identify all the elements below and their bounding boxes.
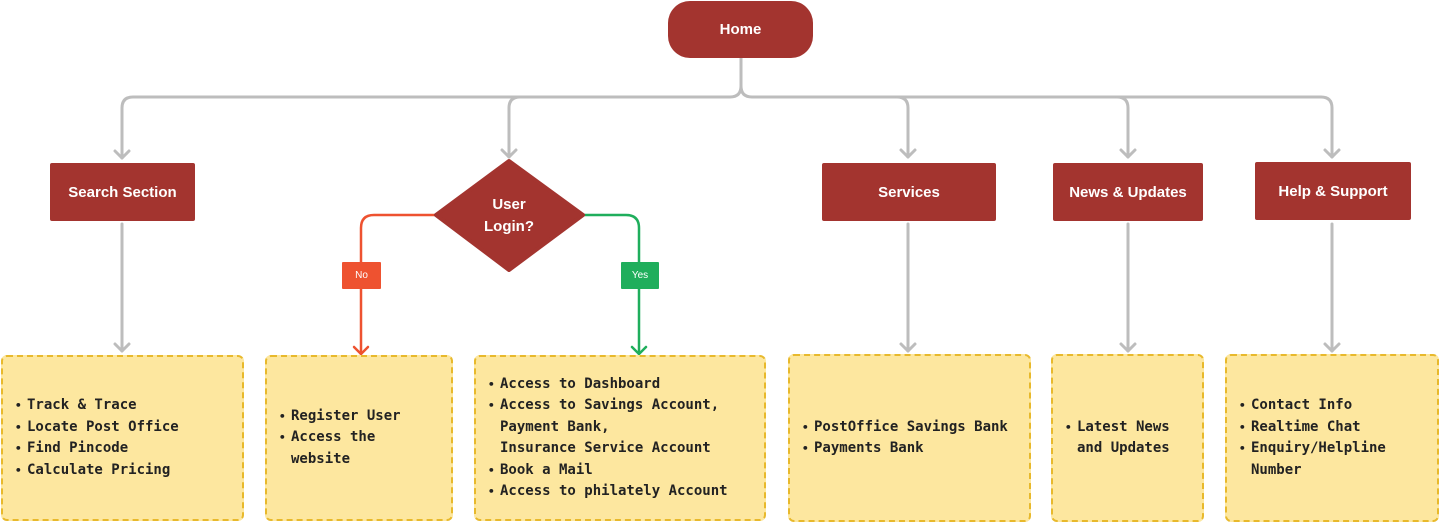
services-note: PostOffice Savings Bank Payments Bank: [788, 354, 1031, 522]
arrow-help-note: [1323, 342, 1341, 353]
news-updates-label: News & Updates: [1069, 183, 1187, 201]
user-login-line2: Login?: [484, 218, 534, 235]
list-item: Book a Mail: [488, 460, 728, 482]
list-item: Locate Post Office: [15, 417, 179, 439]
list-item: Find Pincode: [15, 438, 179, 460]
arrow-services: [899, 148, 917, 159]
services-label: Services: [878, 183, 940, 201]
search-features-list: Track & Trace Locate Post Office Find Pi…: [15, 395, 179, 481]
services-node[interactable]: Services: [822, 163, 996, 221]
arrow-news-note: [1119, 342, 1137, 353]
list-item: Contact Info: [1239, 395, 1386, 417]
list-item: Calculate Pricing: [15, 460, 179, 482]
arrow-services-note: [899, 342, 917, 353]
arrow-help: [1323, 148, 1341, 159]
news-list: Latest News and Updates: [1065, 417, 1170, 460]
connector-to-login: [507, 95, 522, 159]
list-item: Enquiry/Helpline Number: [1239, 438, 1386, 481]
register-list: Register User Access the website: [279, 406, 401, 471]
user-login-diamond: [434, 159, 585, 272]
arrow-news: [1119, 148, 1137, 159]
connector-home-right: [739, 84, 1334, 159]
connector-home-trunk: [120, 56, 743, 160]
no-branch-line: [352, 213, 438, 356]
list-item: Track & Trace: [15, 395, 179, 417]
news-note: Latest News and Updates: [1051, 354, 1204, 522]
list-item: Access to Savings Account, Payment Bank,…: [488, 395, 728, 460]
connector-to-news: [1115, 95, 1130, 159]
home-label: Home: [719, 21, 762, 38]
help-list: Contact Info Realtime Chat Enquiry/Helpl…: [1239, 395, 1386, 481]
arrow-search-note: [113, 342, 131, 353]
help-support-node[interactable]: Help & Support: [1255, 162, 1411, 220]
user-login-label[interactable]: User Login?: [459, 193, 559, 239]
register-note: Register User Access the website: [265, 355, 453, 521]
list-item: Access to philately Account: [488, 481, 728, 503]
search-section-node[interactable]: Search Section: [50, 163, 195, 221]
user-login-line1: User: [492, 196, 526, 213]
help-support-label: Help & Support: [1278, 182, 1388, 200]
search-features-note: Track & Trace Locate Post Office Find Pi…: [1, 355, 244, 521]
list-item: Latest News and Updates: [1065, 417, 1170, 460]
logged-in-list: Access to Dashboard Access to Savings Ac…: [488, 374, 728, 503]
arrow-login: [500, 148, 518, 159]
yes-branch-tag: Yes: [621, 262, 659, 289]
no-branch-tag: No: [342, 262, 381, 289]
list-item: PostOffice Savings Bank: [802, 417, 1008, 439]
list-item: Payments Bank: [802, 438, 1008, 460]
logged-in-note: Access to Dashboard Access to Savings Ac…: [474, 355, 766, 521]
yes-branch-label: Yes: [631, 270, 649, 281]
no-branch-label: No: [355, 270, 368, 281]
news-updates-node[interactable]: News & Updates: [1053, 163, 1203, 221]
help-note: Contact Info Realtime Chat Enquiry/Helpl…: [1225, 354, 1439, 522]
yes-branch-line: [581, 213, 648, 356]
search-section-label: Search Section: [68, 183, 177, 201]
list-item: Realtime Chat: [1239, 417, 1386, 439]
list-item: Access to Dashboard: [488, 374, 728, 396]
arrow-search: [113, 149, 131, 160]
connector-to-services: [895, 95, 910, 159]
list-item: Register User: [279, 406, 401, 428]
services-list: PostOffice Savings Bank Payments Bank: [802, 417, 1008, 460]
home-node[interactable]: Home: [668, 1, 813, 58]
list-item: Access the website: [279, 427, 401, 470]
